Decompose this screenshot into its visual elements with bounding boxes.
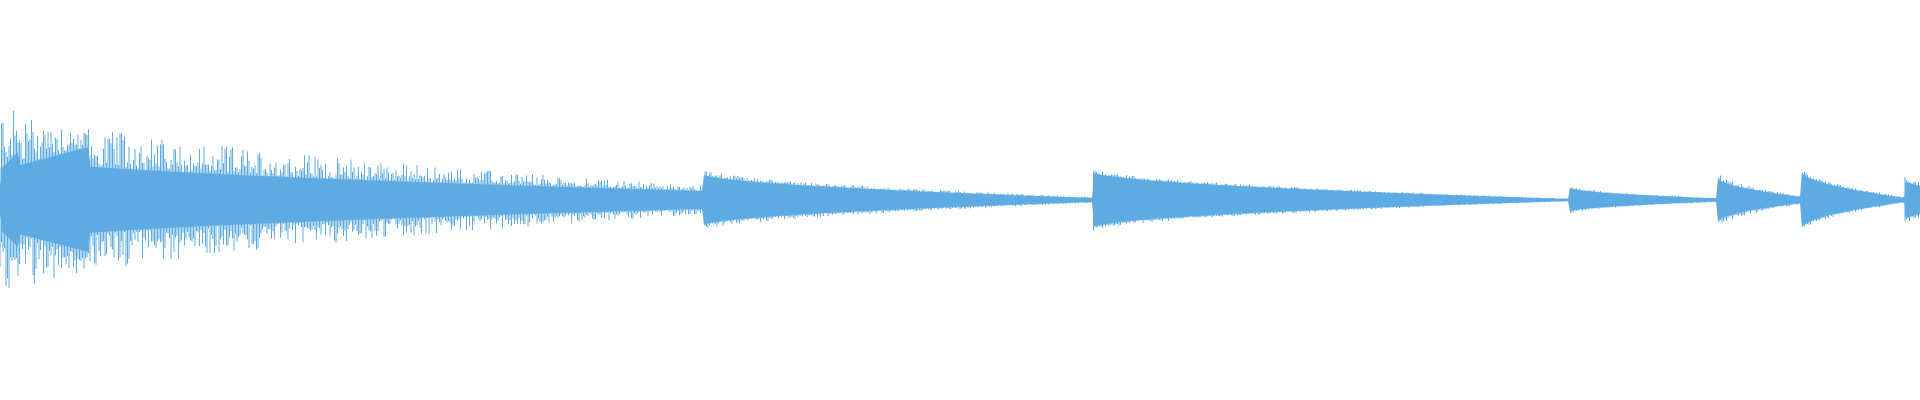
waveform-peaks: [0, 110, 1919, 288]
waveform-peak-lines: [0, 110, 1919, 288]
